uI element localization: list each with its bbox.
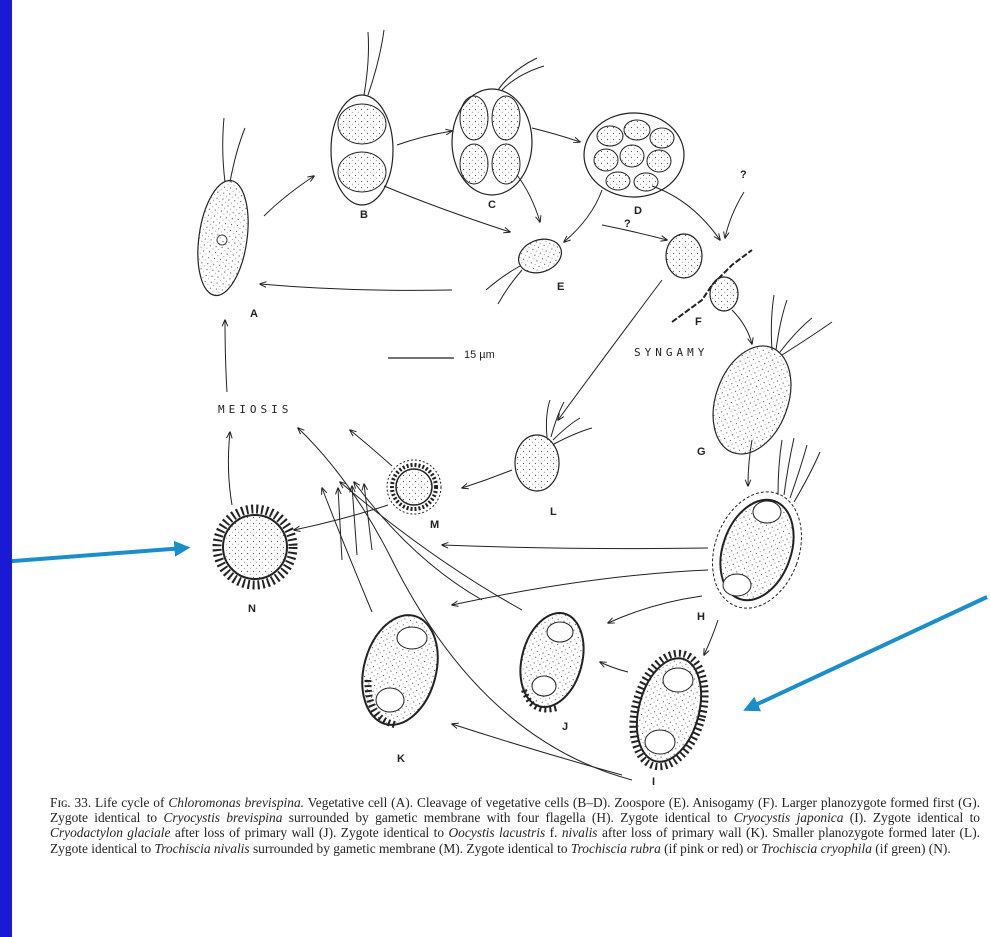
annotation-arrow-right	[749, 597, 987, 708]
page: A B C D E	[12, 0, 990, 937]
annotation-overlay	[12, 0, 990, 790]
annotation-arrow-left	[12, 548, 184, 562]
figure-caption: Fɪɢ. 33. Life cycle of Chloromonas brevi…	[50, 795, 980, 856]
